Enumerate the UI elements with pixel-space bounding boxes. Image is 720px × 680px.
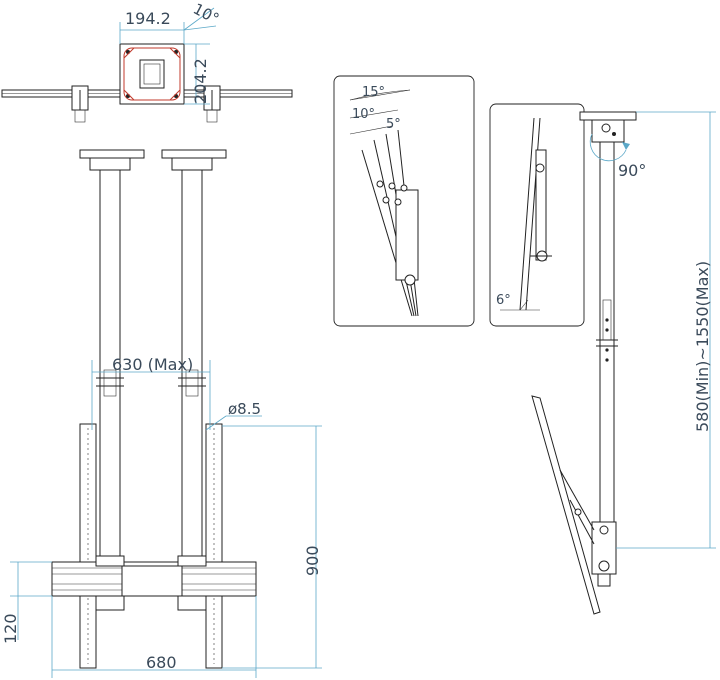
rotation-arrowhead-icon: [622, 142, 630, 150]
frame-height-label: 900: [303, 545, 322, 576]
side-view-mount: 90° 580(Min)~1550(Max): [531, 111, 716, 615]
max-spacing-label: 630 (Max): [112, 355, 193, 374]
hole-diameter-label: ø8.5: [228, 400, 261, 418]
rotation-arrow-icon: [589, 133, 627, 162]
plate-width-label: 194.2: [125, 9, 171, 28]
frame-width-label: 680: [146, 653, 177, 672]
tilt-10-label: 10°: [352, 107, 375, 122]
tilt-5-label: 5°: [386, 117, 401, 132]
tilt-detail-panel: 15° 10° 5°: [333, 75, 475, 327]
drop-range-label: 580(Min)~1550(Max): [693, 261, 712, 432]
side-tilt-detail-panel: 6°: [489, 103, 585, 327]
top-plate-assembly: 194.2 204.2 10°: [1, 0, 293, 123]
plate-tilt-label: 10°: [190, 0, 222, 28]
plate-height-label: 204.2: [191, 58, 210, 104]
tilt-15-label: 15°: [362, 85, 385, 100]
front-view-mount: 630 (Max) ø8.5 900 120 680: [1, 149, 322, 678]
tilt-6-label: 6°: [496, 293, 511, 308]
rotation-label: 90°: [618, 161, 646, 180]
rail-height-label: 120: [1, 613, 20, 644]
bar-clamp-left: [71, 85, 89, 123]
